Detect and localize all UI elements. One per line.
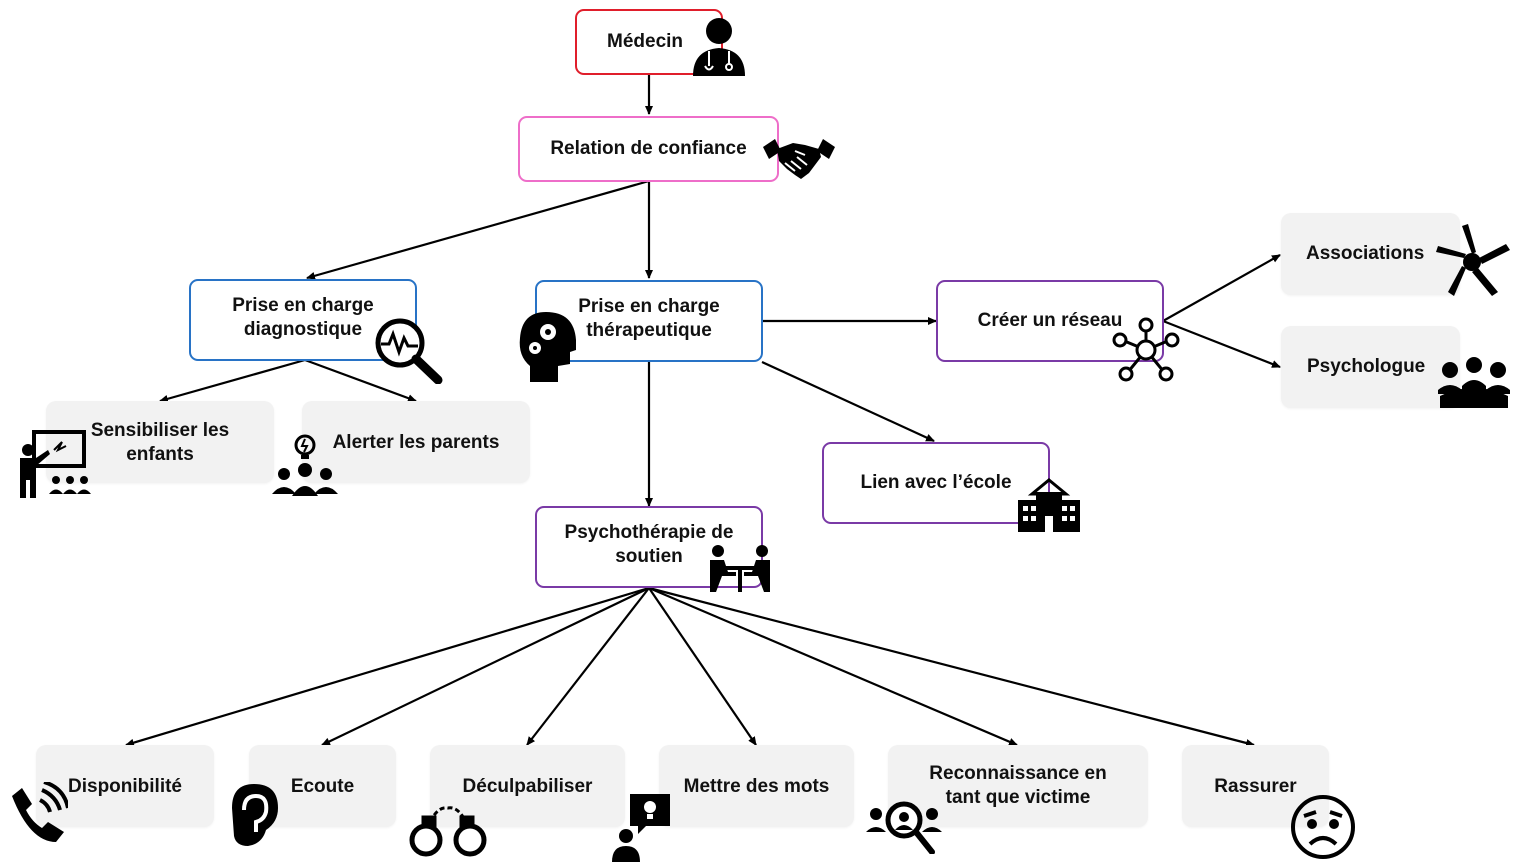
node-lien-ecole-label: Lien avec l’école — [860, 472, 1012, 493]
leaf-associations-label: Associations — [1306, 243, 1425, 264]
node-psychotherapie: Psychothérapie de soutien — [535, 506, 763, 588]
arrow-psy-listening — [321, 587, 650, 746]
node-psychotherapie-label: Psychothérapie de soutien — [564, 522, 734, 567]
doctor-icon — [690, 16, 748, 76]
magnifier-pulse-icon — [372, 316, 444, 384]
speech-idea-icon — [610, 792, 670, 862]
leaf-alerter-parents-label: Alerter les parents — [332, 432, 500, 453]
arrow-trust-diagnostic — [306, 179, 650, 280]
leaf-alerter-parents: Alerter les parents — [302, 401, 530, 483]
leaf-reconnaissance-label: Reconnaissance en tant que victime — [929, 763, 1107, 808]
leaf-psychologue: Psychologue — [1281, 326, 1460, 408]
family-alert-icon — [272, 432, 338, 500]
network-icon — [1110, 316, 1182, 382]
leaf-deculpabiliser: Déculpabiliser — [430, 745, 625, 827]
arrow-psy-words — [648, 587, 757, 746]
node-lien-ecole: Lien avec l’école — [822, 442, 1050, 524]
leaf-psychologue-label: Psychologue — [1307, 356, 1426, 377]
joined-hands-icon — [1432, 222, 1512, 300]
leaf-deculpabiliser-label: Déculpabiliser — [462, 776, 593, 797]
node-creer-reseau: Créer un réseau — [936, 280, 1164, 362]
phone-icon — [6, 782, 68, 846]
leaf-mettre-des-mots-label: Mettre des mots — [683, 776, 830, 797]
leaf-rassurer-label: Rassurer — [1214, 776, 1297, 797]
worried-face-icon — [1290, 794, 1356, 860]
teacher-board-icon — [18, 430, 94, 500]
leaf-associations: Associations — [1281, 213, 1460, 295]
leaf-disponibilite: Disponibilité — [36, 745, 214, 827]
node-relation-confiance: Relation de confiance — [518, 116, 779, 182]
leaf-ecoute-label: Ecoute — [290, 776, 355, 797]
arrow-network-associations — [1162, 254, 1281, 322]
node-medecin-label: Médecin — [607, 31, 684, 52]
handshake-icon — [761, 135, 837, 181]
arrow-diagnostic-alert — [304, 358, 417, 403]
node-diagnostique-label: Prise en charge diagnostique — [232, 295, 374, 340]
node-relation-confiance-label: Relation de confiance — [550, 138, 747, 159]
node-creer-reseau-label: Créer un réseau — [977, 310, 1123, 331]
node-therapeutique-label: Prise en charge thérapeutique — [578, 296, 720, 341]
ear-icon — [228, 782, 280, 848]
leaf-sensibiliser: Sensibiliser les enfants — [46, 401, 274, 483]
arrow-psy-recognition — [648, 586, 1018, 747]
arrow-therapeutic-school — [761, 361, 935, 442]
school-building-icon — [1016, 478, 1082, 532]
counseling-table-icon — [706, 544, 774, 592]
leaf-rassurer: Rassurer — [1182, 745, 1329, 827]
head-gears-icon — [518, 310, 578, 382]
arrow-psy-reassure — [648, 586, 1255, 747]
arrow-diagnostic-sensitize — [159, 358, 306, 403]
leaf-mettre-des-mots: Mettre des mots — [659, 745, 854, 827]
group-icon — [1438, 356, 1510, 408]
arrow-psy-deguilt — [526, 587, 650, 746]
arrow-network-psychologist — [1162, 319, 1281, 369]
handcuffs-icon — [408, 796, 488, 860]
arrow-psy-availability — [125, 586, 650, 747]
leaf-disponibilite-label: Disponibilité — [68, 776, 182, 797]
people-search-icon — [866, 798, 942, 854]
leaf-sensibiliser-label: Sensibiliser les enfants — [90, 420, 230, 465]
